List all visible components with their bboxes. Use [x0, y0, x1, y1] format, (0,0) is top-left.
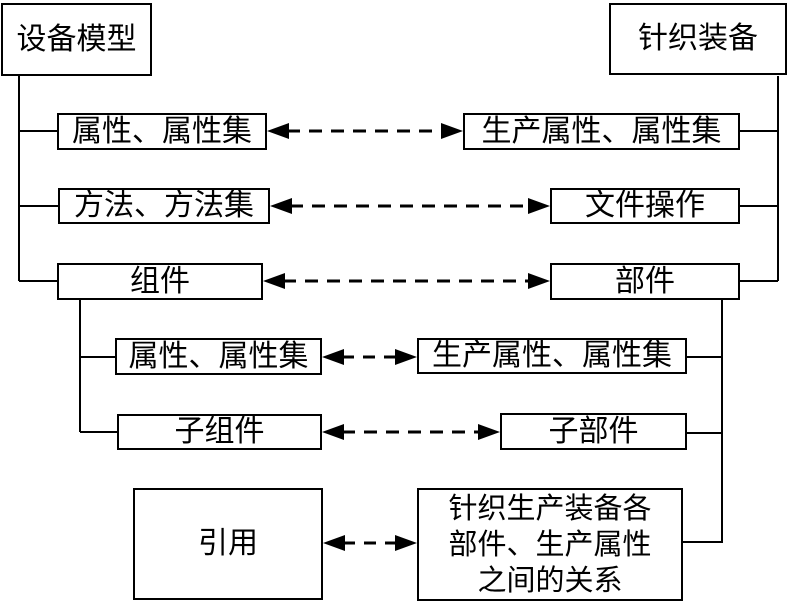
- box-method-set-label: 方法、方法集: [74, 189, 254, 222]
- box-file-operation: 文件操作: [550, 188, 740, 224]
- box-relationship-label-line3: 之间的关系: [477, 564, 623, 597]
- box-equipment-model-label: 设备模型: [16, 22, 137, 56]
- tree-part-connector: [683, 300, 723, 543]
- tree-equipment-model-connector: [18, 76, 58, 282]
- arrow-sub-component: [322, 424, 500, 440]
- box-method-set: 方法、方法集: [58, 188, 270, 224]
- box-relationship-label-line1: 针织生产装备各: [448, 492, 652, 525]
- box-attribute-set-1: 属性、属性集: [57, 113, 267, 150]
- arrow-method-set: [270, 198, 550, 214]
- box-part-label: 部件: [615, 264, 675, 298]
- box-file-operation-label: 文件操作: [585, 189, 705, 222]
- box-relationship-label-line2: 部件、生产属性: [448, 528, 652, 561]
- box-knitting-equipment-label: 针织装备: [638, 22, 758, 55]
- arrow-reference: [323, 535, 417, 551]
- arrow-component: [263, 273, 550, 289]
- tree-knitting-equipment-connector: [740, 76, 779, 282]
- arrow-attr-set-2: [322, 349, 417, 365]
- box-attribute-set-2: 属性、属性集: [115, 338, 322, 375]
- box-production-attribute-set-1-label: 生产属性、属性集: [481, 114, 722, 148]
- box-production-attribute-set-2-label: 生产属性、属性集: [432, 339, 672, 372]
- box-knitting-equipment: 针织装备: [609, 3, 787, 75]
- box-sub-component: 子组件: [117, 414, 322, 450]
- arrow-attr-set-1: [267, 123, 463, 139]
- box-sub-component-label: 子组件: [174, 415, 265, 448]
- box-equipment-model: 设备模型: [1, 3, 152, 76]
- box-reference-label: 引用: [198, 527, 258, 560]
- box-sub-part-label: 子部件: [548, 414, 639, 448]
- box-attribute-set-2-label: 属性、属性集: [128, 339, 309, 373]
- tree-component-connector: [79, 300, 117, 433]
- box-part: 部件: [550, 263, 740, 300]
- box-production-attribute-set-2: 生产属性、属性集: [417, 338, 687, 374]
- box-production-attribute-set-1: 生产属性、属性集: [463, 113, 740, 150]
- box-component: 组件: [57, 263, 263, 300]
- box-component-label: 组件: [130, 264, 190, 298]
- box-attribute-set-1-label: 属性、属性集: [72, 114, 252, 148]
- box-relationship: 针织生产装备各 部件、生产属性 之间的关系: [417, 488, 683, 601]
- box-sub-part: 子部件: [500, 413, 687, 450]
- box-reference: 引用: [133, 488, 323, 600]
